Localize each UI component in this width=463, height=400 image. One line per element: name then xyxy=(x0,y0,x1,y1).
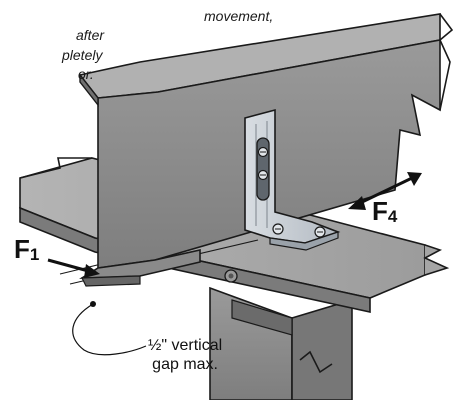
force-arrow-f1 xyxy=(47,258,100,278)
force-letter: F xyxy=(372,196,388,226)
gap-callout-leader xyxy=(72,301,147,356)
force-label-f4: F4 xyxy=(372,196,397,227)
force-subscript: 4 xyxy=(387,207,398,226)
force-letter: F xyxy=(14,234,30,264)
force-arrow-f4 xyxy=(348,172,422,210)
callout-line: ½" vertical xyxy=(148,337,223,354)
note-line: movement, xyxy=(204,8,274,24)
note-line: pletely xyxy=(62,47,103,63)
angle-clip xyxy=(244,108,341,251)
force-label-f1: F1 xyxy=(14,234,39,265)
note-line: after xyxy=(76,27,105,43)
screw-icon xyxy=(257,169,269,181)
screw-icon xyxy=(257,146,269,158)
note-line: or. xyxy=(78,66,94,82)
gap-callout-label: ½" vertical gap max. xyxy=(148,336,222,374)
screw-icon xyxy=(224,269,238,283)
vertical-stud xyxy=(209,286,353,400)
force-subscript: 1 xyxy=(29,245,40,264)
screw-icon xyxy=(272,223,284,235)
callout-line: gap max. xyxy=(152,356,218,373)
screw-icon xyxy=(314,226,326,238)
